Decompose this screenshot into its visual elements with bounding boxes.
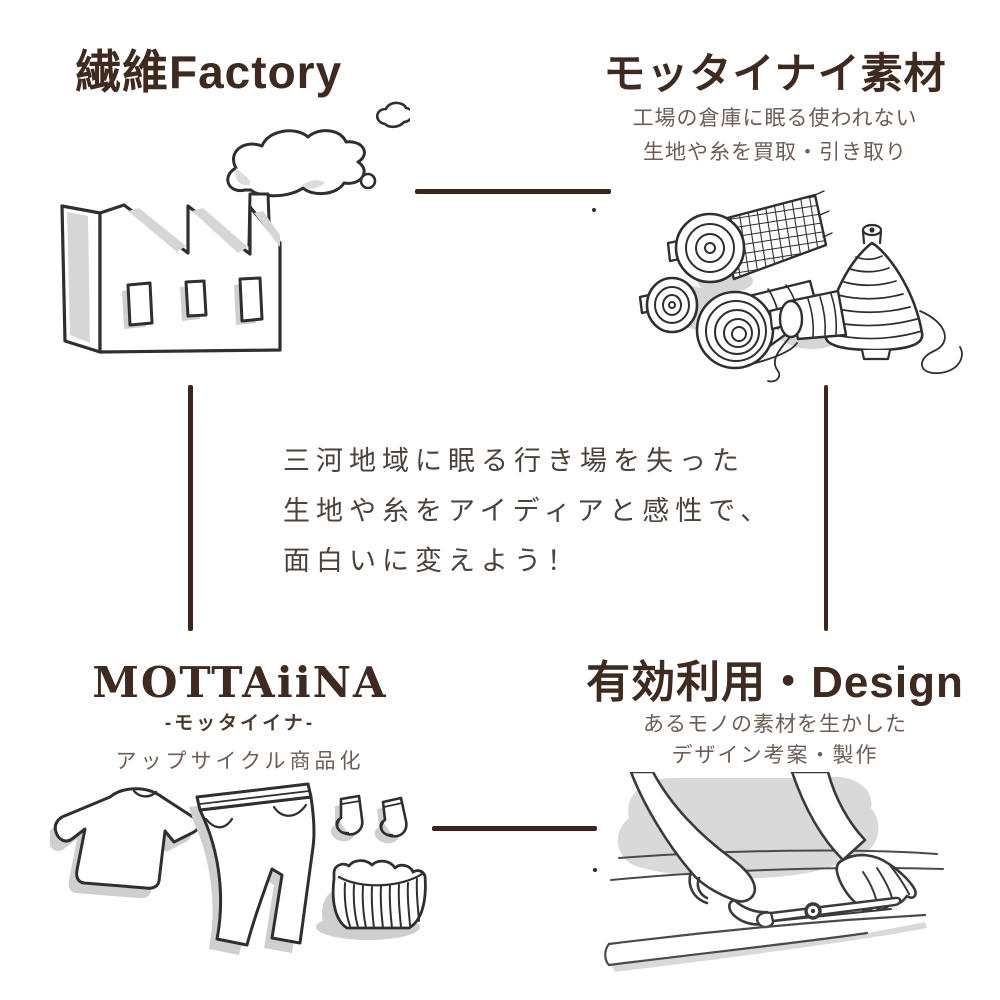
window bbox=[238, 276, 264, 323]
t-shirt bbox=[50, 787, 201, 899]
connector-line-top bbox=[415, 189, 611, 194]
loose-thread bbox=[919, 310, 963, 374]
center-message-line-3: 面白いに変えよう！ bbox=[283, 546, 580, 576]
factory-illustration bbox=[60, 101, 410, 354]
mottaiina-title: MOTTAiiNA bbox=[92, 658, 388, 707]
mottaiina-caption: アップサイクル商品化 bbox=[115, 750, 365, 773]
jeans bbox=[189, 782, 316, 955]
connector-line-left bbox=[188, 385, 193, 631]
window bbox=[184, 279, 208, 318]
thread-spool bbox=[768, 289, 848, 341]
connector-line-bottom bbox=[432, 826, 597, 831]
factory-building bbox=[60, 192, 282, 354]
center-message: 三河地域に眠る行き場を失った 生地や糸をアイディアと感性で、 面白いに変えよう！ bbox=[283, 436, 773, 586]
factory-title: 繊維Factory bbox=[75, 46, 343, 98]
ink-speck bbox=[592, 208, 596, 212]
ink-speck bbox=[593, 868, 597, 872]
upcycled-clothes-illustration bbox=[50, 782, 427, 955]
materials-subtitle-2: 生地や糸を買取・引き取り bbox=[643, 141, 907, 164]
window bbox=[126, 281, 154, 327]
design-subtitle-2: デザイン考案・製作 bbox=[671, 744, 879, 767]
materials-subtitle-1: 工場の倉庫に眠る使われない bbox=[632, 107, 918, 130]
knit-basket bbox=[316, 859, 427, 940]
design-subtitle-1: あるモノの素材を生かした bbox=[643, 713, 907, 736]
cutting-fabric-illustration bbox=[604, 772, 944, 972]
scissors bbox=[756, 896, 902, 929]
table-edge bbox=[610, 849, 944, 881]
socks bbox=[330, 794, 408, 844]
smoke-cloud bbox=[226, 101, 410, 198]
mottaiina-reading: -モッタイイナ- bbox=[164, 713, 316, 734]
fabric-strip bbox=[604, 913, 927, 972]
left-arm bbox=[629, 772, 772, 926]
fabric-rolls-illustration bbox=[638, 190, 963, 383]
design-title: 有効利用・Design bbox=[586, 658, 964, 707]
connector-line-right bbox=[824, 385, 828, 631]
thread-cone bbox=[824, 223, 924, 361]
loose-thread bbox=[767, 336, 791, 383]
materials-title: モッタイナイ素材 bbox=[603, 50, 947, 97]
center-message-line-1: 三河地域に眠る行き場を失った bbox=[283, 446, 745, 476]
mesh-fabric-roll bbox=[666, 190, 833, 284]
center-message-line-2: 生地や糸をアイディアと感性で、 bbox=[283, 496, 774, 526]
fabric-roll-spiral bbox=[695, 290, 798, 370]
